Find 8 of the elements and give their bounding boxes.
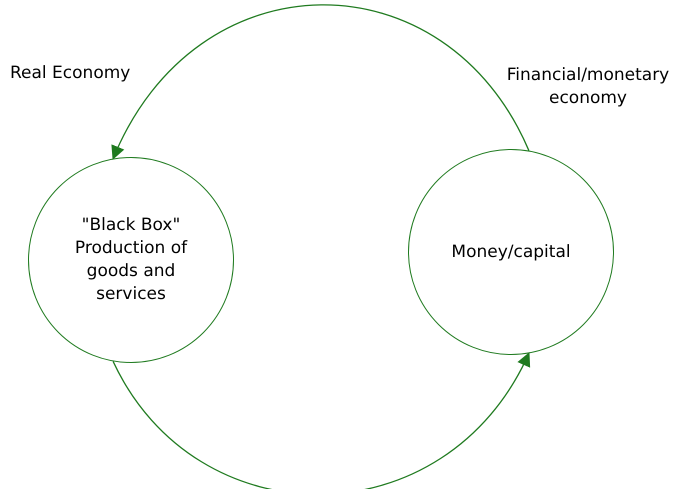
curved-arrow [112, 4, 530, 160]
circle-node [408, 149, 614, 355]
circle-node [28, 157, 234, 363]
region-label: Financial/monetary economy [506, 64, 670, 110]
node-text: "Black Box" Production of goods and services [74, 214, 188, 306]
region-label: Real Economy [10, 62, 132, 85]
node-text: Money/capital [451, 240, 571, 264]
curved-arrow [112, 352, 530, 489]
